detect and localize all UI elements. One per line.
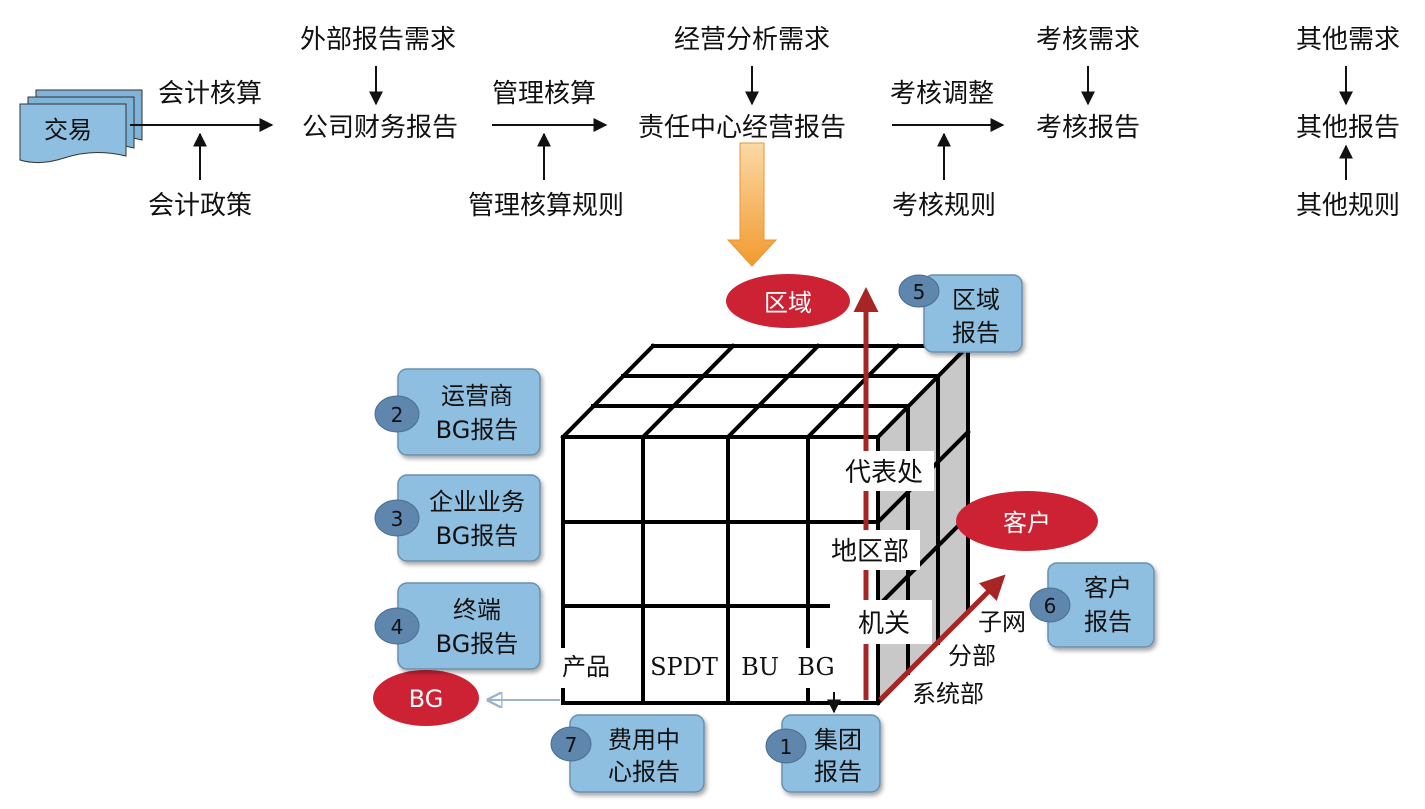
- product-label-2: BU: [741, 653, 779, 681]
- center-report-label: 责任中心经营报告: [638, 113, 846, 143]
- transaction-document-icon: [19, 89, 143, 164]
- report-line1-6: 客户: [1084, 574, 1132, 602]
- report-box-1: 1 集团 报告: [765, 714, 881, 793]
- report-num-7: 7: [565, 733, 578, 757]
- report-line2-2: BG报告: [436, 416, 519, 444]
- orange-down-arrow: [726, 142, 778, 267]
- report-num-6: 6: [1044, 594, 1057, 618]
- report-line1-7: 费用中: [608, 726, 680, 754]
- product-label-1: SPDT: [650, 653, 718, 681]
- report-line1-3: 企业业务: [429, 488, 525, 516]
- report-num-2: 2: [391, 403, 404, 427]
- region-level-3: 机关: [858, 609, 910, 639]
- report-line2-6: 报告: [1084, 608, 1132, 636]
- product-label-0: 产品: [562, 653, 610, 681]
- report-box-4: 4 终端 BG报告: [374, 582, 541, 670]
- financial-report-label: 公司财务报告: [302, 113, 458, 143]
- other-rules-label: 其他规则: [1296, 191, 1400, 221]
- report-line1-4: 终端: [453, 596, 501, 624]
- report-line1-5: 区域: [952, 286, 1000, 314]
- other-demand-label: 其他需求: [1296, 25, 1400, 55]
- region-axis-badge: 区域: [726, 274, 850, 328]
- region-level-bg-3: [846, 600, 932, 644]
- customer-level-2: 系统部: [912, 680, 984, 708]
- assess-adjust-label: 考核调整: [890, 79, 994, 109]
- other-report-label: 其他报告: [1296, 113, 1400, 143]
- assess-demand-label: 考核需求: [1036, 25, 1140, 55]
- region-level-2: 地区部: [831, 537, 909, 567]
- transaction-label: 交易: [44, 116, 92, 144]
- region-level-bg-1: [834, 451, 934, 491]
- flow-section: 交易 会计核算 会计政策 外部报告需求 公司财务报告 管理核算 管理核算规则 经…: [19, 25, 1400, 221]
- customer-axis-label: 客户: [1003, 509, 1051, 537]
- report-line2-3: BG报告: [436, 522, 519, 550]
- report-line1-2: 运营商: [441, 382, 513, 410]
- bg-axis-label: BG: [409, 685, 444, 713]
- report-box-6: 6 客户 报告: [1029, 562, 1155, 648]
- region-level-bg-2: [820, 530, 920, 570]
- bu-label-bg: [736, 648, 786, 688]
- product-label-bg: [556, 648, 614, 688]
- report-line2-4: BG报告: [436, 630, 519, 658]
- spdt-label-bg: [646, 648, 722, 688]
- accounting-label: 会计核算: [158, 79, 262, 109]
- report-box-7: 7 费用中 心报告: [550, 714, 705, 793]
- report-num-5: 5: [913, 280, 926, 304]
- region-axis-label: 区域: [764, 289, 812, 317]
- report-line1-1: 集团: [814, 726, 862, 754]
- bg-axis-badge: BG: [373, 670, 479, 726]
- bg-label-bg: [794, 648, 840, 688]
- region-level-1: 代表处: [845, 458, 923, 488]
- customer-axis-badge: 客户: [956, 491, 1098, 551]
- ops-demand-label: 经营分析需求: [674, 25, 830, 55]
- mgmt-rules-label: 管理核算规则: [468, 191, 624, 221]
- report-box-5: 5 区域 报告: [898, 274, 1023, 353]
- product-label-3: BG: [797, 653, 834, 681]
- report-box-3: 3 企业业务 BG报告: [374, 474, 541, 562]
- accounting-policy-label: 会计政策: [148, 191, 252, 221]
- report-box-2: 2 运营商 BG报告: [374, 368, 541, 456]
- cube: 代表处 地区部 机关 产品 SPDT BU BG 子网 分部 系统部: [488, 287, 1026, 714]
- assess-report-label: 考核报告: [1036, 113, 1140, 143]
- report-num-3: 3: [391, 507, 404, 531]
- report-line2-7: 心报告: [608, 758, 680, 786]
- report-num-1: 1: [780, 735, 793, 759]
- mgmt-accounting-label: 管理核算: [492, 79, 596, 109]
- assess-rules-label: 考核规则: [892, 191, 996, 221]
- customer-level-1: 分部: [948, 642, 996, 670]
- report-num-4: 4: [391, 615, 404, 639]
- customer-level-0: 子网: [978, 608, 1026, 636]
- report-line2-5: 报告: [952, 319, 1000, 347]
- report-line2-1: 报告: [814, 758, 862, 786]
- customer-axis-arrow: [878, 574, 1006, 702]
- external-demand-label: 外部报告需求: [300, 25, 456, 55]
